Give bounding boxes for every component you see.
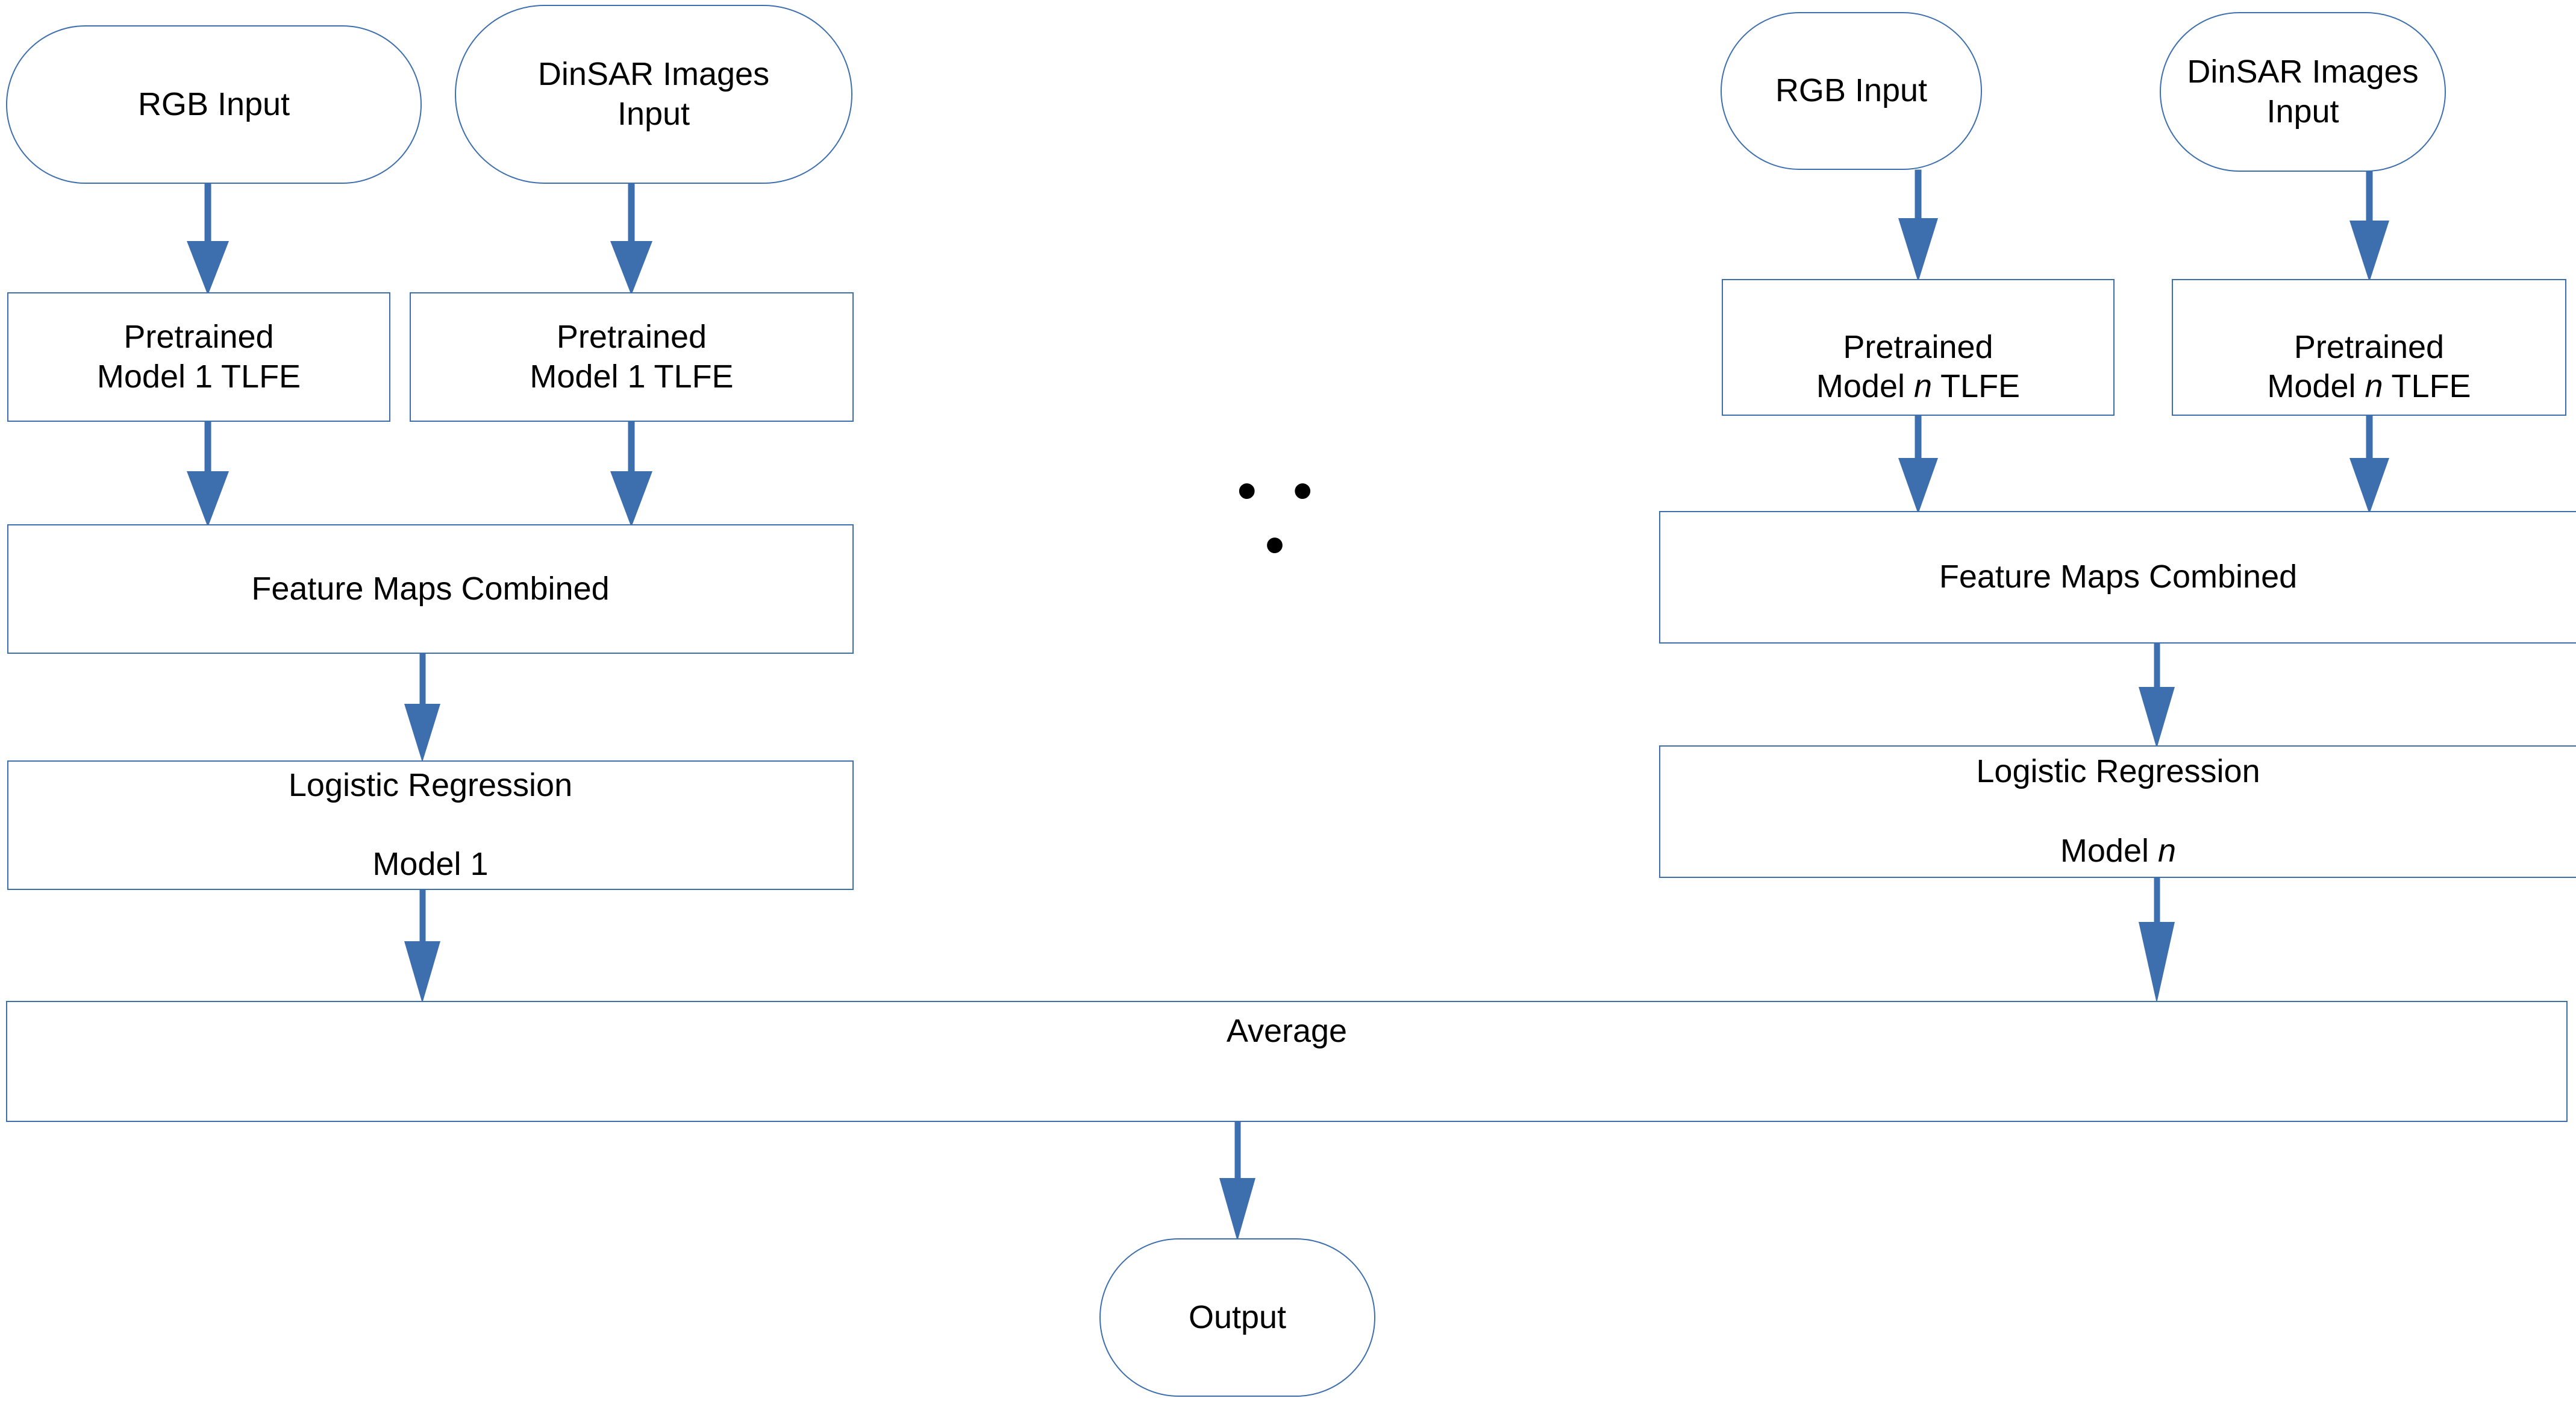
right-pt-sar-var: n bbox=[2365, 368, 2383, 405]
average-node[interactable]: Average bbox=[6, 1001, 2568, 1122]
right-pt-rgb-var: n bbox=[1913, 368, 1933, 405]
right-feature-maps-label: Feature Maps Combined bbox=[1939, 559, 2298, 595]
left-feature-maps-node[interactable]: Feature Maps Combined bbox=[7, 524, 854, 654]
left-pretrained-dinsar-node[interactable]: Pretrained Model 1 TLFE bbox=[410, 292, 854, 422]
left-dinsar-input-label: DinSAR Images Input bbox=[537, 55, 770, 132]
right-pt-sar-suffix: TLFE bbox=[2383, 368, 2471, 405]
right-lr-line1: Logistic Regression bbox=[1976, 753, 2260, 790]
output-node[interactable]: Output bbox=[1099, 1238, 1375, 1397]
left-rgb-input-label: RGB Input bbox=[137, 86, 290, 122]
right-pretrained-dinsar-node[interactable]: Pretrained Model n TLFE bbox=[2172, 279, 2566, 416]
left-pretrained-dinsar-label: Pretrained Model 1 TLFE bbox=[530, 318, 734, 395]
left-dinsar-input-node[interactable]: DinSAR Images Input bbox=[455, 5, 852, 184]
right-pretrained-rgb-node[interactable]: Pretrained Model n TLFE bbox=[1722, 279, 2115, 416]
right-lr-line2-var: n bbox=[2158, 832, 2177, 869]
right-pt-rgb-suffix: TLFE bbox=[1932, 368, 2021, 405]
right-lr-line2: Model n bbox=[1976, 832, 2260, 871]
left-feature-maps-label: Feature Maps Combined bbox=[251, 570, 610, 607]
left-logistic-regression-node[interactable]: Logistic Regression Model 1 bbox=[7, 760, 854, 890]
left-rgb-input-node[interactable]: RGB Input bbox=[6, 25, 422, 184]
right-rgb-input-node[interactable]: RGB Input bbox=[1721, 12, 1982, 170]
left-pretrained-rgb-node[interactable]: Pretrained Model 1 TLFE bbox=[7, 292, 390, 422]
output-label: Output bbox=[1188, 1299, 1287, 1335]
right-dinsar-input-label: DinSAR Images Input bbox=[2187, 53, 2419, 130]
right-dinsar-input-node[interactable]: DinSAR Images Input bbox=[2160, 12, 2446, 172]
left-lr-line1: Logistic Regression bbox=[288, 766, 573, 803]
right-lr-line2-prefix: Model bbox=[2060, 832, 2159, 869]
right-pt-rgb-prefix: Pretrained Model bbox=[1816, 328, 1993, 405]
right-logistic-regression-label: Logistic Regression Model n bbox=[1976, 712, 2260, 910]
ellipsis-indicator: • • • bbox=[1237, 461, 1324, 575]
right-feature-maps-node[interactable]: Feature Maps Combined bbox=[1659, 511, 2576, 644]
average-label: Average bbox=[1226, 1013, 1348, 1049]
right-pretrained-rgb-label: Pretrained Model n TLFE bbox=[1816, 288, 2020, 407]
right-rgb-input-label: RGB Input bbox=[1775, 72, 1928, 109]
right-pretrained-dinsar-label: Pretrained Model n TLFE bbox=[2267, 288, 2471, 407]
right-pt-sar-prefix: Pretrained Model bbox=[2267, 328, 2445, 405]
left-lr-line2: Model 1 bbox=[372, 846, 489, 883]
right-logistic-regression-node[interactable]: Logistic Regression Model n bbox=[1659, 745, 2576, 878]
left-logistic-regression-label: Logistic Regression Model 1 bbox=[289, 726, 572, 924]
left-pretrained-rgb-label: Pretrained Model 1 TLFE bbox=[96, 318, 301, 395]
